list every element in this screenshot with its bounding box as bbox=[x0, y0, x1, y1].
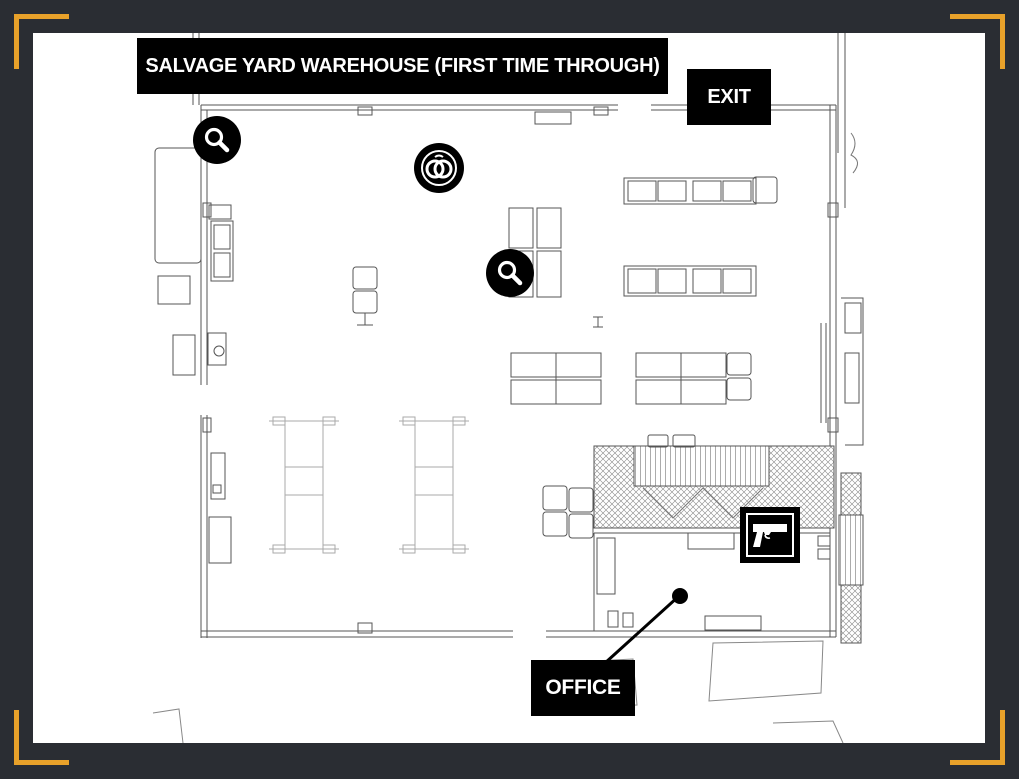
search-marker-1[interactable] bbox=[193, 116, 241, 164]
shelving-units bbox=[623, 176, 778, 297]
search-marker-2[interactable] bbox=[486, 249, 534, 297]
stacked-chairs bbox=[542, 485, 594, 539]
magnifier-icon bbox=[204, 127, 230, 153]
mezzanine bbox=[593, 434, 864, 644]
rings-icon bbox=[421, 150, 457, 186]
office-pointer-line bbox=[603, 594, 681, 665]
map-sheet: SALVAGE YARD WAREHOUSE (FIRST TIME THROU… bbox=[33, 33, 985, 743]
frame-corner-bottom-left bbox=[14, 710, 69, 765]
desk-clusters bbox=[510, 352, 752, 405]
right-exterior bbox=[820, 132, 864, 446]
left-equipment bbox=[154, 147, 234, 564]
collectible-marker[interactable] bbox=[414, 143, 464, 193]
exit-label: EXIT bbox=[687, 69, 771, 125]
vehicle-lifts bbox=[269, 416, 469, 554]
frame-corner-bottom-right bbox=[950, 710, 1005, 765]
magnifier-icon bbox=[497, 260, 523, 286]
frame-corner-top-left bbox=[14, 14, 69, 69]
floor-plan bbox=[152, 33, 864, 743]
pistol-icon bbox=[753, 524, 787, 547]
frame-corner-top-right bbox=[950, 14, 1005, 69]
map-title: SALVAGE YARD WAREHOUSE (FIRST TIME THROU… bbox=[137, 38, 668, 94]
weapon-marker[interactable] bbox=[740, 507, 800, 563]
office-label: OFFICE bbox=[531, 660, 635, 716]
